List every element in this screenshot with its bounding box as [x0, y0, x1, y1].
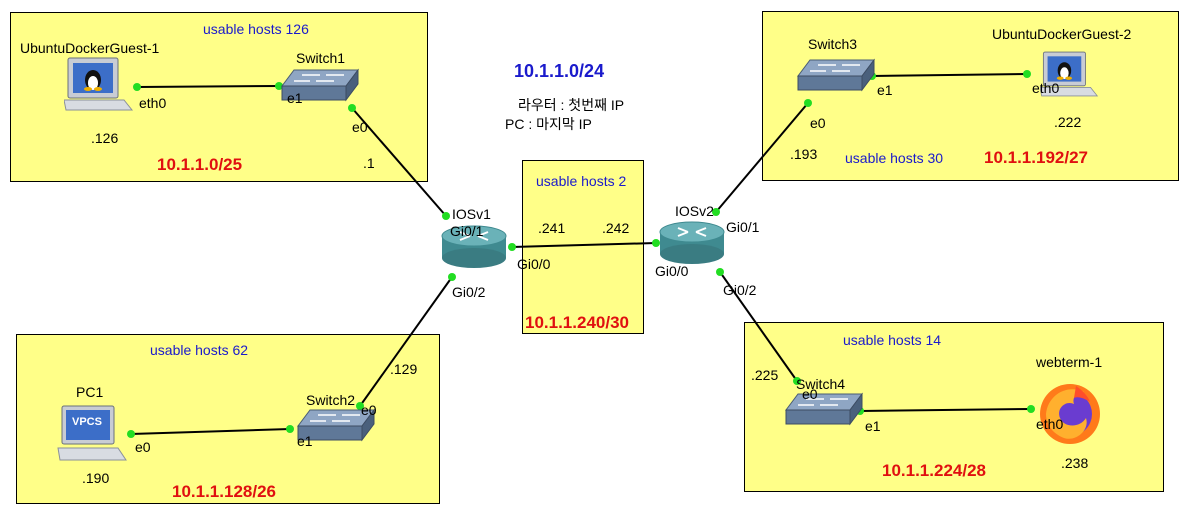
port-dot [356, 402, 364, 410]
port-dot [275, 82, 283, 90]
link-switch3-guest2 [871, 73, 1028, 77]
link-iosv1-switch2 [359, 276, 453, 407]
zone5-subnet: 10.1.1.224/28 [882, 461, 986, 480]
ip-label: .241 [538, 220, 566, 236]
link-pc1-switch2 [130, 428, 291, 435]
vpcs-icon-label: VPCS [72, 416, 102, 428]
ip-label: .222 [1054, 114, 1082, 130]
port-label: e1 [297, 433, 313, 449]
port-label: Gi0/0 [655, 263, 689, 279]
vpcs-computer-icon[interactable] [56, 404, 130, 466]
zone-lan3 [762, 11, 1179, 181]
port-label: e1 [287, 90, 303, 106]
ip-label: .225 [751, 367, 779, 383]
network-title: 10.1.1.0/24 [514, 61, 605, 81]
zone4-subnet: 10.1.1.192/27 [984, 148, 1088, 167]
ip-label: .1 [363, 155, 375, 171]
link-iosv2-switch4 [719, 271, 798, 382]
port-dot [712, 208, 720, 216]
linux-host-icon[interactable] [64, 56, 140, 112]
linux-host-icon[interactable] [1040, 42, 1104, 106]
port-label: e0 [352, 119, 368, 135]
link-iosv1-iosv2 [511, 242, 657, 248]
ip-label: .190 [82, 470, 110, 486]
ip-label: .126 [91, 130, 119, 146]
switch-icon[interactable] [796, 58, 876, 94]
link-iosv2-switch3 [715, 102, 809, 213]
ip-label: .129 [390, 361, 418, 377]
device-label-switch4: Switch4 [796, 376, 846, 392]
port-dot [804, 99, 812, 107]
device-label-pc1: PC1 [76, 384, 104, 400]
device-label-iosv1: IOSv1 [452, 206, 491, 222]
port-label: e0 [361, 402, 377, 418]
port-label: Gi0/2 [723, 282, 757, 298]
zone3-hosts: usable hosts 2 [536, 173, 627, 189]
port-dot [652, 239, 660, 247]
port-label: eth0 [139, 95, 167, 111]
device-label-webterm: webterm-1 [1036, 354, 1103, 370]
port-label: Gi0/1 [726, 219, 760, 235]
port-dot [1027, 405, 1035, 413]
switch-icon[interactable] [296, 408, 376, 444]
port-dot [1023, 70, 1031, 78]
zone5-hosts: usable hosts 14 [843, 332, 942, 348]
device-label-switch3: Switch3 [808, 36, 858, 52]
port-dot [442, 212, 450, 220]
port-dot [127, 430, 135, 438]
port-label: e0 [810, 115, 826, 131]
port-label: Gi0/1 [450, 223, 484, 239]
zone2-subnet: 10.1.1.128/26 [172, 482, 276, 501]
device-label-switch1: Switch1 [296, 50, 346, 66]
device-label-switch2: Switch2 [306, 392, 356, 408]
port-label: eth0 [1036, 416, 1064, 432]
port-label: Gi0/2 [452, 284, 486, 300]
zone3-subnet: 10.1.1.240/30 [525, 313, 629, 332]
port-label: e1 [865, 418, 881, 434]
note-pc: PC : 마지막 IP [505, 116, 592, 132]
device-label-guest1: UbuntuDockerGuest-1 [20, 40, 160, 56]
port-label: eth0 [1032, 80, 1060, 96]
link-switch1-iosv1 [351, 107, 447, 217]
zone4-hosts: usable hosts 30 [845, 150, 944, 166]
firefox-icon[interactable] [1036, 380, 1106, 446]
zone1-hosts: usable hosts 126 [203, 21, 309, 37]
port-dot [286, 425, 294, 433]
ip-label: .238 [1061, 455, 1089, 471]
port-dot [716, 268, 724, 276]
port-dot [508, 243, 516, 251]
link-guest1-switch1 [136, 85, 280, 88]
port-label: e1 [877, 82, 893, 98]
switch-icon[interactable] [784, 392, 864, 428]
link-switch4-webterm [859, 408, 1032, 412]
device-label-iosv2: IOSv2 [675, 203, 714, 219]
ip-label: .193 [790, 146, 818, 162]
router-icon[interactable] [440, 222, 510, 270]
switch-icon[interactable] [280, 68, 360, 104]
port-dot [133, 83, 141, 91]
port-label: e0 [802, 386, 818, 402]
zone1-subnet: 10.1.1.0/25 [157, 155, 243, 174]
port-dot [448, 273, 456, 281]
router-icon[interactable] [658, 218, 728, 266]
note-router: 라우터 : 첫번째 IP [518, 97, 625, 113]
port-label: e0 [135, 439, 151, 455]
port-label: Gi0/0 [517, 256, 551, 272]
port-dot [793, 377, 801, 385]
device-label-guest2: UbuntuDockerGuest-2 [992, 26, 1132, 42]
zone2-hosts: usable hosts 62 [150, 342, 249, 358]
port-dot [348, 104, 356, 112]
ip-label: .242 [602, 220, 630, 236]
